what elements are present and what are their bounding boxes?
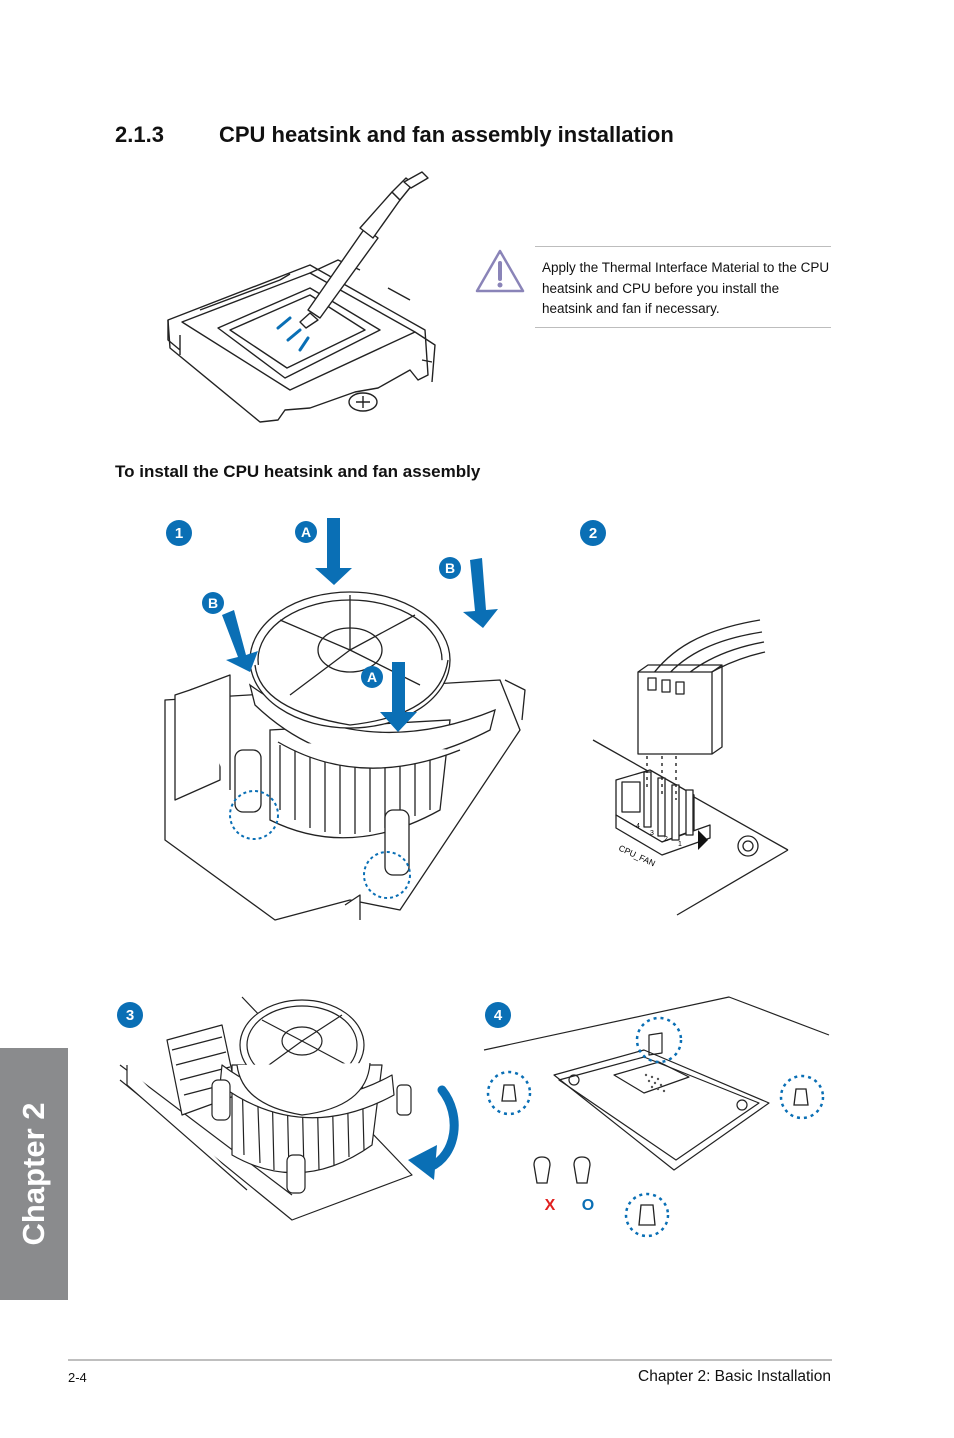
step2-illustration: CPU_FAN 4 3 2 1 (592, 619, 789, 916)
step1-label: 1 (175, 525, 183, 542)
step4-label: 4 (494, 1007, 503, 1024)
connector-pin-3: 3 (650, 830, 654, 837)
section-number: 2.1.3 (115, 122, 164, 147)
connector-pin-4: 4 (636, 823, 640, 830)
wrong-pin-mark: X (545, 1197, 556, 1214)
step3-label: 3 (126, 1007, 134, 1024)
section-heading: 2.1.3 CPU heatsink and fan assembly inst… (115, 118, 674, 152)
callout-a-label: A (367, 669, 377, 685)
caution-text: Apply the Thermal Interface Material to … (542, 260, 830, 316)
callout-b-label: B (445, 560, 455, 576)
step2-badge: 2 (580, 520, 606, 546)
connector-pin-2: 2 (664, 836, 668, 843)
chapter-tab: Chapter 2 (0, 1048, 68, 1300)
step3-illustration (119, 996, 459, 1221)
callout-a-bottom: A (361, 666, 383, 688)
section-title: CPU heatsink and fan assembly installati… (219, 122, 674, 147)
callout-a-label: A (301, 524, 311, 540)
warning-triangle-icon (475, 249, 525, 293)
procedure-title: To install the CPU heatsink and fan asse… (115, 462, 481, 481)
footer-rule (68, 1359, 832, 1361)
step3-badge: 3 (117, 1002, 143, 1028)
step1-illustration (164, 518, 526, 921)
footer-chapter-title: Chapter 2: Basic Installation (638, 1368, 831, 1385)
step4-badge: 4 (485, 1002, 511, 1028)
step1-badge: 1 (166, 520, 192, 546)
callout-b-right: B (439, 557, 461, 579)
callout-a-top: A (295, 521, 317, 543)
step2-label: 2 (589, 525, 597, 542)
connector-pin-1: 1 (678, 841, 682, 848)
correct-pin-mark: O (582, 1197, 594, 1214)
step4-illustration: X O (483, 996, 830, 1238)
thermal-paste-illustration (167, 171, 436, 423)
page-number: 2-4 (68, 1370, 87, 1385)
callout-b-label: B (208, 595, 218, 611)
caution-note: Apply the Thermal Interface Material to … (535, 246, 831, 328)
callout-b-left: B (202, 592, 224, 614)
chapter-tab-label: Chapter 2 (16, 1102, 51, 1246)
